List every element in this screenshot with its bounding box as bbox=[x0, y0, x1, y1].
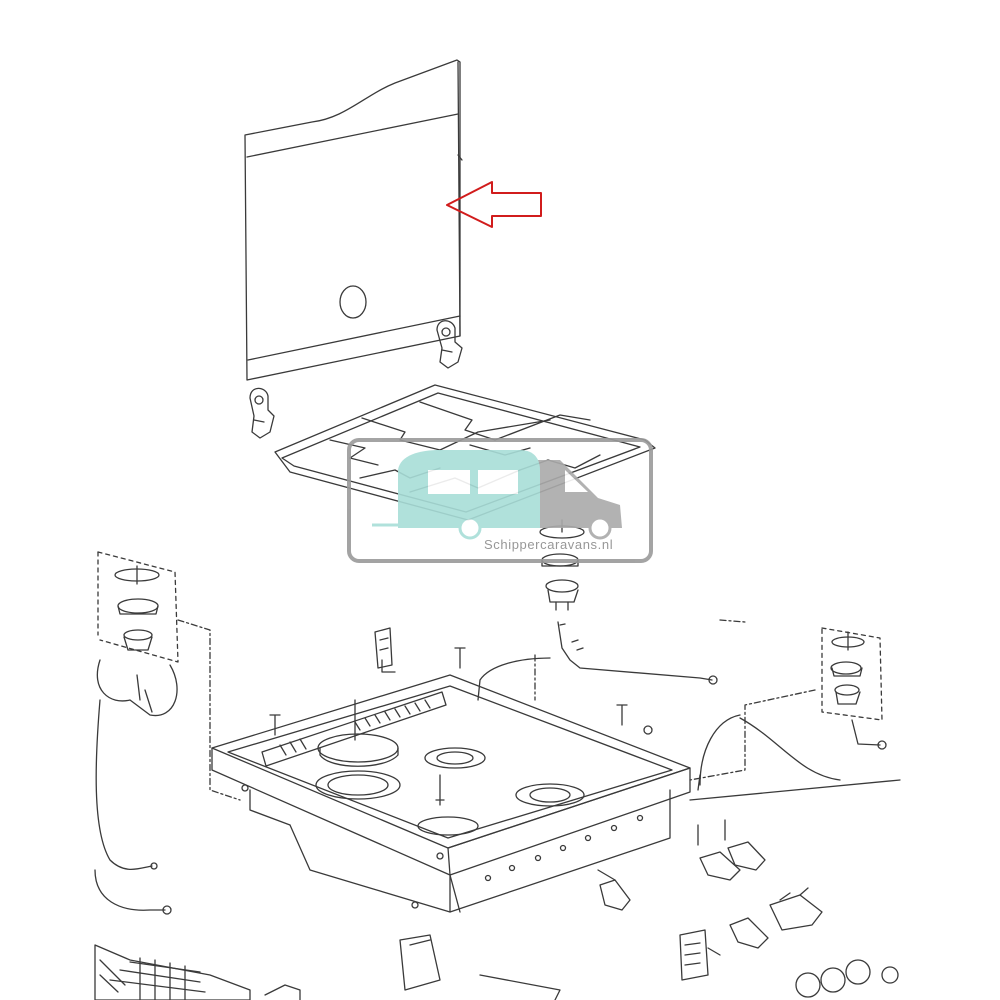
watermark-logo: Schippercaravans.nl bbox=[347, 438, 653, 563]
lid-hinge-right bbox=[436, 320, 463, 369]
oven-grille bbox=[94, 944, 301, 1000]
control-box bbox=[679, 929, 721, 981]
hob-body bbox=[211, 647, 691, 913]
gas-taps bbox=[597, 779, 901, 949]
watermark-text: Schippercaravans.nl bbox=[484, 537, 613, 552]
caravan-icon bbox=[372, 450, 540, 540]
glass-lid bbox=[244, 59, 463, 381]
arrow-left-icon bbox=[446, 181, 542, 228]
leader-lines bbox=[177, 619, 816, 801]
burner-right-exploded bbox=[697, 627, 887, 791]
gas-bracket bbox=[374, 627, 396, 673]
gas-pipe bbox=[477, 657, 551, 701]
control-knobs bbox=[795, 959, 899, 998]
lid-hinge-left bbox=[249, 387, 275, 439]
bottom-parts bbox=[399, 934, 561, 1000]
burner-left-exploded bbox=[94, 551, 179, 915]
